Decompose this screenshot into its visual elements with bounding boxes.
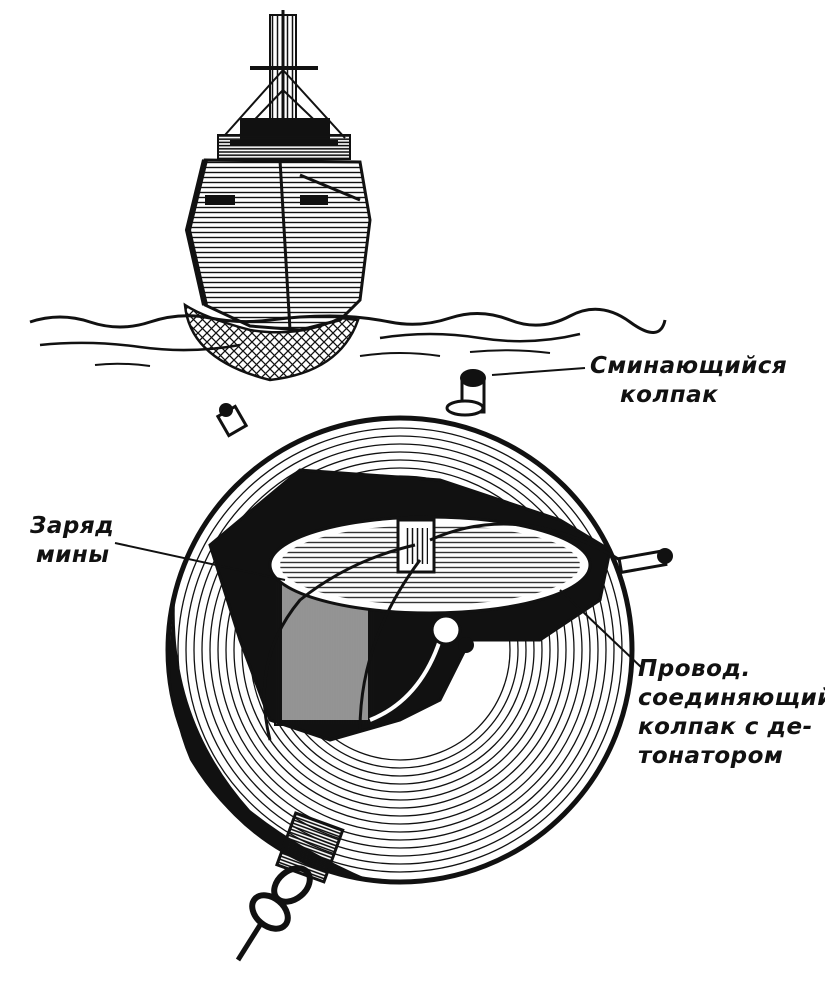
label-mine-charge: Заряд мины (30, 512, 114, 570)
anchor-chain-illustration (235, 811, 345, 962)
ship-illustration (183, 10, 372, 382)
leader-lines (114, 367, 643, 669)
label-line: колпак (620, 382, 719, 408)
label-line: тонатором (638, 743, 784, 769)
label-crushable-cap: Сминающийся колпак (590, 352, 787, 410)
label-line: соединяющий (638, 685, 825, 711)
label-line: Заряд (30, 513, 115, 539)
inner-detonator-cap (430, 614, 474, 653)
label-line: Провод. (638, 656, 751, 682)
label-line: колпак с де- (638, 714, 813, 740)
label-line: Сминающийся (590, 353, 788, 379)
crushable-cap (445, 369, 486, 417)
sea-mine-illustration (165, 369, 673, 885)
water-surface (29, 307, 667, 367)
label-line: мины (36, 542, 110, 568)
side-horn-left (215, 403, 249, 438)
side-horn-right (617, 548, 673, 575)
label-connecting-wire: Провод. соединяющий колпак с де- тонатор… (638, 655, 825, 771)
